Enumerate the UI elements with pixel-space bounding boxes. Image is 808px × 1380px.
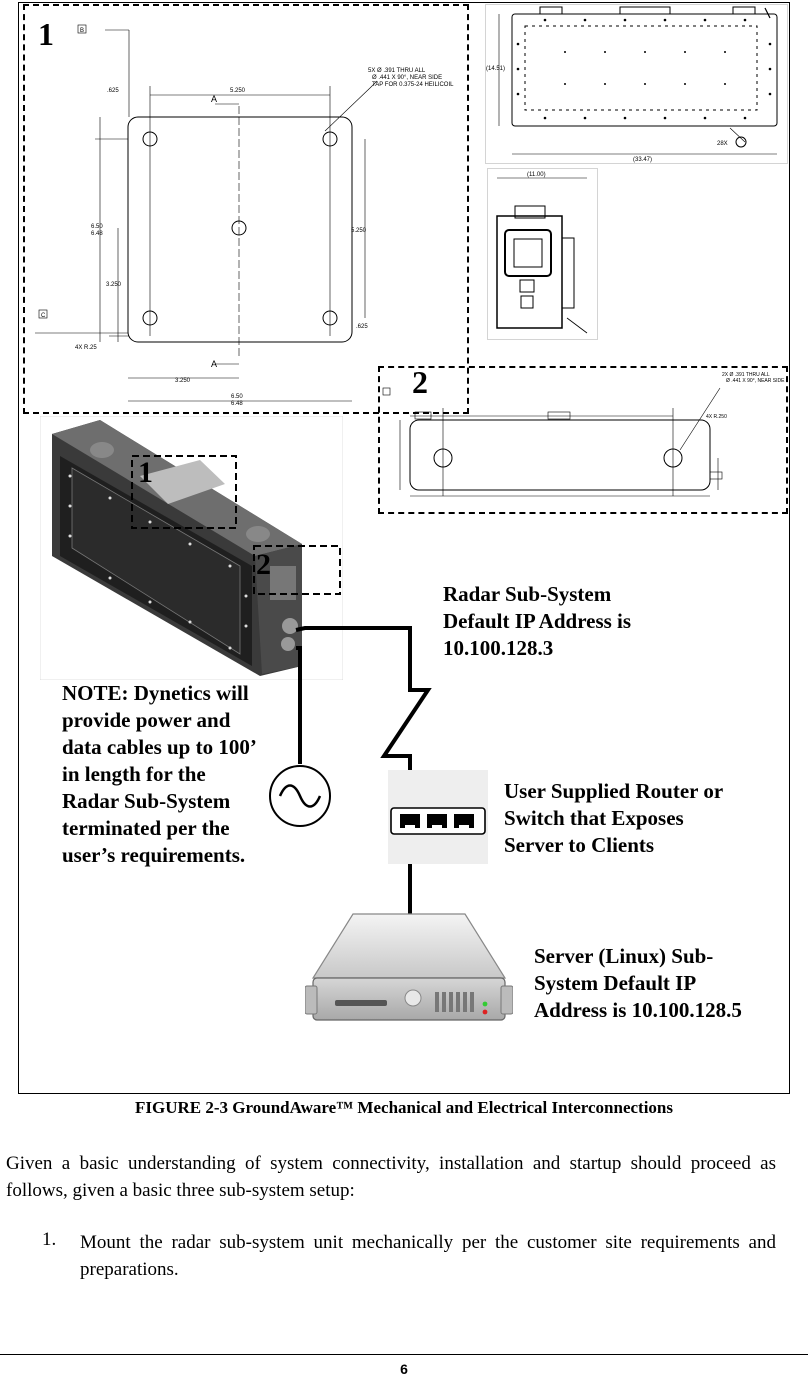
radar-unit-photo: 1 2 (40, 416, 343, 680)
dim-label: (33.47) (633, 157, 652, 163)
dim-label: 5.250 (230, 88, 246, 94)
figure-frame (18, 2, 790, 1094)
hole-note-line: 2X Ø .391 THRU ALL (722, 372, 770, 378)
data-cable (295, 626, 432, 808)
handle-plate-drawing: 2X Ø .391 THRU ALL Ø .441 X 90°, NEAR SI… (382, 372, 785, 497)
footer-rule (0, 1354, 808, 1355)
server-icon (305, 913, 513, 1021)
page-number: 6 (400, 1361, 408, 1377)
panel-2-number: 2 (412, 364, 428, 400)
panel-1-number: 1 (38, 16, 54, 52)
dim-label: .625 (107, 88, 119, 94)
ac-power-source-icon (269, 765, 331, 827)
cable-note-line: NOTE: Dynetics will (62, 681, 249, 705)
server-ip-line: Server (Linux) Sub- (534, 944, 714, 968)
router-label-line: User Supplied Router or (504, 779, 724, 803)
router-switch-icon (388, 770, 488, 864)
hole-note-line: TAP FOR 0.375-24 HEILICOIL (372, 82, 454, 88)
dim-label: 6.50 (91, 224, 103, 230)
cable-note: NOTE: Dynetics will provide power and da… (62, 680, 322, 869)
server-ip-line: Address is 10.100.128.5 (534, 998, 742, 1022)
hole-note-line: 5X Ø .391 THRU ALL (368, 68, 426, 74)
hole-note-line: Ø .441 X 90°, NEAR SIDE (372, 75, 442, 81)
list-item-text: Mount the radar sub-system unit mechanic… (80, 1232, 776, 1280)
cable-note-line: provide power and (62, 708, 231, 732)
enclosure-side-drawing: (11.00) (487, 168, 598, 340)
detail-panel-2 (378, 366, 788, 514)
radius-note: 4X R.25 (75, 345, 97, 351)
list-item-number: 1. (42, 1229, 57, 1250)
dim-label: .625 (356, 324, 368, 330)
datum-c-label: C (41, 313, 46, 319)
radar-ip-line: Radar Sub-System (443, 582, 612, 606)
dim-label: 3.250 (175, 378, 191, 384)
section-marker: A (211, 94, 217, 104)
dim-label: (11.00) (527, 172, 546, 178)
dim-label: (14.51) (486, 66, 505, 72)
cable-note-line: terminated per the (62, 816, 230, 840)
dim-label: 6.48 (91, 231, 103, 237)
detail-panel-1 (23, 4, 469, 414)
dim-label: 6.50 (231, 394, 243, 400)
cable-note-line: data cables up to 100’ (62, 735, 257, 759)
server-ip-line: System Default IP (534, 971, 697, 995)
server-ip-label: Server (Linux) Sub- System Default IP Ad… (534, 943, 784, 1024)
note-28x: 28X (717, 141, 728, 147)
router-label-line: Server to Clients (504, 833, 655, 857)
dim-label: 6.48 (231, 401, 243, 407)
dim-label: 5.250 (351, 228, 367, 234)
cable-note-line: in length for the (62, 762, 206, 786)
figure-caption: FIGURE 2-3 GroundAware™ Mechanical and E… (135, 1098, 673, 1117)
radar-ip-line: 10.100.128.3 (443, 636, 554, 660)
enclosure-front-drawing: (14.51) (33.47) 28X (485, 4, 788, 164)
radius-note: 4X R.250 (706, 414, 727, 420)
radar-ip-line: Default IP Address is (443, 609, 632, 633)
dim-label: 3.250 (106, 282, 122, 288)
datum-b-label: B (80, 28, 84, 34)
radar-ip-label: Radar Sub-System Default IP Address is 1… (443, 581, 743, 662)
cable-note-line: Radar Sub-System (62, 789, 231, 813)
hole-note-line: Ø .441 X 90°, NEAR SIDE (726, 378, 785, 384)
mounting-plate-drawing: B C .625 5.250 5.250 6.50 6.48 3.250 .62… (35, 24, 454, 407)
section-marker: A (211, 359, 217, 369)
body-paragraph: Given a basic understanding of system co… (6, 1153, 776, 1201)
photo-callout-1: 1 (138, 456, 153, 489)
power-cable (296, 646, 302, 764)
photo-callout-2: 2 (256, 548, 271, 581)
router-label-line: Switch that Exposes (504, 806, 684, 830)
cable-note-line: user’s requirements. (62, 843, 246, 867)
router-label: User Supplied Router or Switch that Expo… (504, 778, 784, 859)
